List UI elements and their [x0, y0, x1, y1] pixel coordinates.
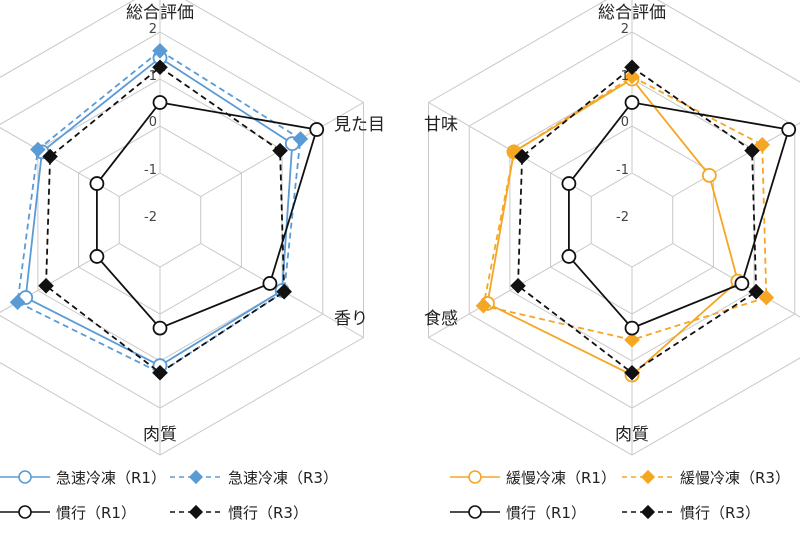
radar-chart-right: 総合評価 甘味 食感 肉質 -2 -1 0 1 2 [424, 0, 800, 456]
axis-label-left-2: 香り [334, 309, 368, 329]
legend-marker-diamond [188, 469, 204, 485]
legend-left: 急速冷凍（R1） 急速冷凍（R3） 慣行（R1） 慣行（R3） [0, 469, 338, 522]
data-point-0-1-1 [292, 131, 309, 147]
data-point-1-2-5 [561, 176, 577, 191]
legend-label-right-2: 慣行（R1） [506, 504, 586, 522]
legend-item-left-1: 急速冷凍（R3） [170, 469, 338, 487]
grid-spoke-1 [672, 122, 800, 197]
grid-spoke-2 [672, 243, 800, 318]
radar-grid-right [427, 0, 800, 456]
data-point-0-2-5 [89, 176, 105, 191]
legend-item-left-3: 慣行（R3） [170, 504, 308, 522]
legend-marker-circle [468, 470, 482, 484]
data-point-0-2-0 [152, 95, 168, 110]
legend-item-left-2: 慣行（R1） [0, 504, 136, 522]
legend-marker-circle [18, 470, 32, 484]
data-point-1-2-2 [734, 276, 750, 291]
legend-marker-diamond [640, 504, 656, 520]
legend-marker-circle [18, 505, 32, 519]
tick-label-right-0: 0 [621, 115, 629, 130]
legend-right: 緩慢冷凍（R1） 緩慢冷凍（R3） 慣行（R1） 慣行（R3） [450, 469, 790, 522]
axis-label-right-0: 総合評価 [598, 3, 666, 23]
data-point-1-2-3 [624, 320, 640, 336]
tick-label-left-1: 1 [149, 69, 157, 84]
tick-label-right-1: 1 [621, 69, 629, 84]
data-point-0-2-2 [262, 276, 278, 291]
legend-item-right-1: 緩慢冷凍（R3） [622, 469, 790, 487]
grid-ring-4 [0, 0, 365, 456]
radar-series-left [9, 43, 325, 381]
data-point-0-3-3 [152, 364, 168, 381]
legend-label-left-2: 慣行（R1） [56, 504, 136, 522]
data-point-0-2-1 [309, 122, 325, 137]
radar-series-right [475, 59, 797, 383]
axis-label-left-1: 見た目 [334, 115, 385, 135]
legend-marker-circle [468, 505, 482, 519]
tick-label-left-0: 0 [149, 115, 157, 130]
legend-item-right-0: 緩慢冷凍（R1） [450, 469, 616, 487]
data-point-0-3-0 [152, 59, 168, 76]
legend-marker-diamond [188, 504, 204, 520]
grid-ring-0 [118, 172, 202, 268]
legend-label-right-0: 緩慢冷凍（R1） [506, 469, 616, 487]
data-point-1-1-1 [754, 137, 771, 153]
series-line-1-0 [486, 77, 739, 377]
data-point-0-3-5 [42, 148, 58, 165]
data-point-0-3-4 [38, 278, 54, 294]
data-point-1-2-0 [624, 95, 640, 110]
legend-item-left-0: 急速冷凍（R1） [0, 469, 166, 487]
legend-label-right-1: 緩慢冷凍（R3） [680, 469, 790, 487]
radar-grid-left [0, 0, 365, 456]
radar-chart-left: 総合評価 見た目 香り 肉質 -2 -1 0 1 2 [0, 0, 385, 456]
data-point-1-2-1 [781, 122, 797, 137]
tick-label-right-2: -2 [616, 210, 629, 225]
axis-label-left-0: 総合評価 [126, 3, 194, 23]
legend-marker-diamond [640, 469, 656, 485]
axis-label-right-3: 肉質 [615, 425, 649, 445]
tick-label-left-2: -2 [144, 210, 157, 225]
tick-label-right-m1: -1 [616, 163, 629, 178]
legend-label-left-0: 急速冷凍（R1） [56, 469, 166, 487]
data-point-0-1-0 [152, 43, 168, 59]
legend-label-left-1: 急速冷凍（R3） [228, 469, 338, 487]
legend-item-right-2: 慣行（R1） [450, 504, 586, 522]
data-point-0-2-3 [152, 320, 168, 336]
data-point-0-2-4 [89, 249, 105, 264]
axis-label-left-3: 肉質 [143, 425, 177, 445]
data-point-0-3-1 [272, 142, 288, 159]
tick-label-left-2top: 2 [149, 22, 157, 37]
data-point-1-3-5 [514, 148, 530, 165]
data-point-1-2-4 [561, 249, 577, 264]
axis-label-right-5: 甘味 [424, 115, 458, 135]
legend-item-right-3: 慣行（R3） [622, 504, 760, 522]
tick-label-left-m1: -1 [144, 163, 157, 178]
data-point-0-1-5 [30, 141, 46, 158]
tick-label-right-2top: 2 [621, 22, 629, 37]
legend-label-right-3: 慣行（R3） [680, 504, 760, 522]
data-point-1-0-1 [701, 167, 717, 183]
legend-label-left-3: 慣行（R3） [228, 504, 308, 522]
data-point-1-3-1 [744, 142, 760, 159]
data-point-1-3-4 [510, 278, 526, 294]
axis-label-right-4: 食感 [424, 309, 458, 329]
grid-ring-0 [590, 172, 674, 268]
grid-ring-4 [427, 0, 800, 456]
